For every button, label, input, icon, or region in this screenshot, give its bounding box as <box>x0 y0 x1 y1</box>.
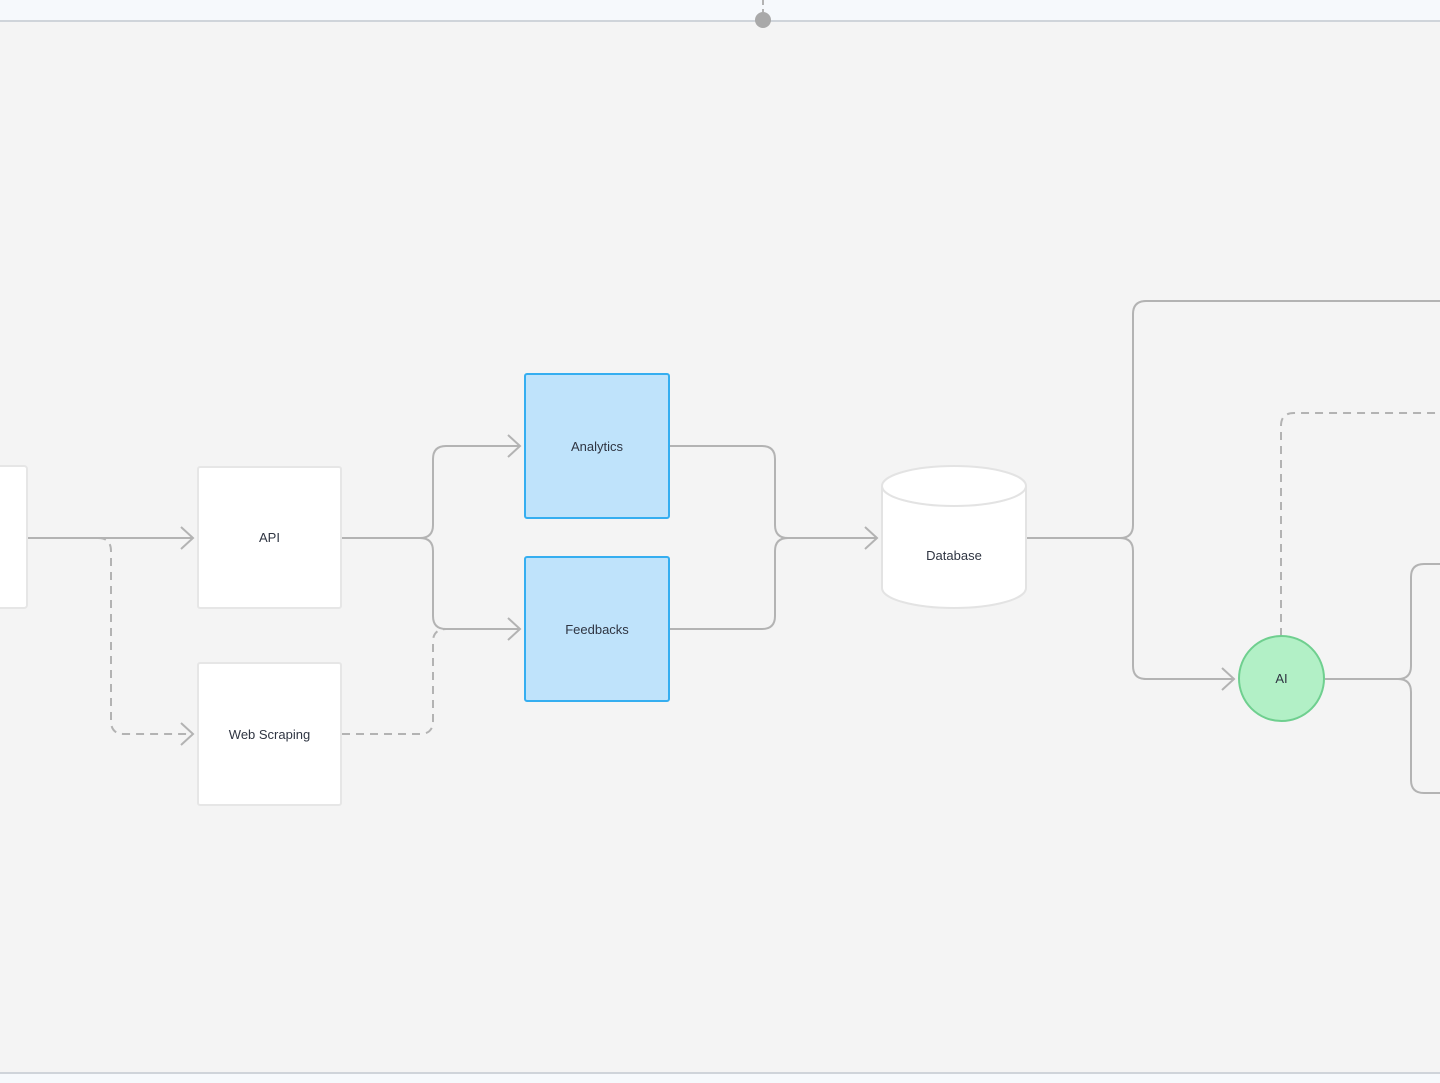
arrowhead-icon <box>1221 667 1236 691</box>
edge-ai-to-right-top <box>1325 563 1440 680</box>
edge-api-to-analytics <box>342 445 520 539</box>
node-ai[interactable]: AI <box>1238 635 1325 722</box>
node-web-scraping[interactable]: Web Scraping <box>197 662 342 806</box>
bottom-ruler <box>0 1072 1440 1083</box>
node-database-label: Database <box>926 547 982 563</box>
node-web-scraping-label: Web Scraping <box>228 726 311 742</box>
edge-ai-dashed-upper <box>1280 412 1440 636</box>
edge-source-to-web-scraping <box>97 537 193 735</box>
node-feedbacks[interactable]: Feedbacks <box>524 556 670 702</box>
edge-database-to-upper <box>1027 300 1440 539</box>
node-feedbacks-label: Feedbacks <box>565 621 629 637</box>
database-cylinder[interactable] <box>881 465 1027 609</box>
edge-feedbacks-to-database <box>669 537 789 630</box>
arrowhead-icon <box>507 434 522 458</box>
edge-ai-to-right-bottom <box>1397 678 1440 794</box>
arrowhead-icon <box>180 526 195 550</box>
arrowhead-icon <box>180 722 195 746</box>
node-api[interactable]: API <box>197 466 342 609</box>
node-ai-label: AI <box>1275 671 1288 686</box>
edge-database-to-ai <box>1119 537 1234 680</box>
offscreen-left-node[interactable] <box>0 465 28 609</box>
node-analytics-label: Analytics <box>570 438 624 454</box>
edge-analytics-to-database <box>669 445 876 539</box>
connection-handle[interactable] <box>755 12 771 28</box>
edge-api-to-feedbacks <box>419 537 520 630</box>
node-api-label: API <box>259 530 280 545</box>
node-analytics[interactable]: Analytics <box>524 373 670 519</box>
arrowhead-icon <box>507 617 522 641</box>
arrowhead-icon <box>864 526 879 550</box>
edge-web-scraping-to-feedbacks <box>342 628 447 735</box>
top-ruler <box>0 0 1440 22</box>
